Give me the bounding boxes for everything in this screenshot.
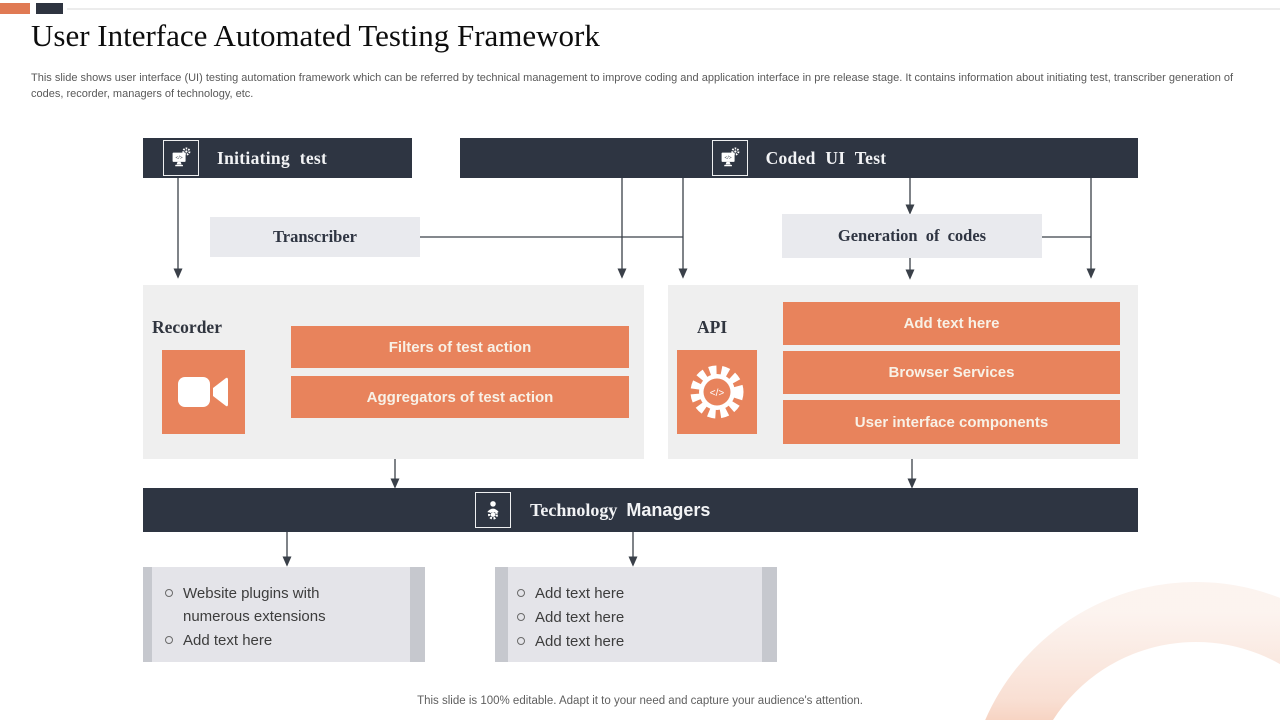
api-label: API — [697, 317, 728, 337]
add-text-here-bar[interactable]: Add text here — [783, 302, 1120, 345]
top-divider-line — [67, 8, 1280, 10]
transcriber-box: Transcriber — [210, 217, 420, 257]
corner-accent-orange — [0, 3, 30, 14]
generation-of-codes-label: Generation of codes — [837, 226, 987, 245]
svg-text:</>: </> — [724, 155, 731, 161]
aggregators-of-test-action-bar[interactable]: Aggregators of test action — [291, 376, 629, 418]
video-camera-icon — [162, 350, 245, 434]
website-plugins-list-box: Website plugins with numerous extensions… — [143, 567, 425, 662]
browser-services-bar[interactable]: Browser Services — [783, 351, 1120, 394]
list-edge-strip — [495, 567, 508, 662]
circle-bullet-icon — [165, 589, 173, 597]
list-edge-strip — [410, 567, 425, 662]
circle-bullet-icon — [517, 613, 525, 621]
managers-label: Managers — [626, 499, 711, 520]
svg-text:</>: </> — [175, 155, 182, 161]
recorder-label: Recorder — [152, 317, 222, 337]
manager-icon — [475, 492, 511, 528]
circle-bullet-icon — [517, 589, 525, 597]
svg-text:</>: </> — [710, 388, 725, 399]
monitor-gear-icon: </> — [711, 140, 748, 176]
list-item[interactable]: Add text here — [517, 606, 755, 629]
corner-accent-dark — [36, 3, 63, 14]
technology-label: Technology — [530, 499, 618, 520]
filters-of-test-action-bar[interactable]: Filters of test action — [291, 326, 629, 368]
technology-managers-bar: Technology Managers — [143, 488, 1138, 532]
list-item[interactable]: Add text here — [517, 582, 755, 605]
monitor-gear-icon: </> — [163, 140, 199, 176]
list-edge-strip — [762, 567, 777, 662]
add-text-list-box: Add text here Add text here Add text her… — [495, 567, 777, 662]
user-interface-components-bar[interactable]: User interface components — [783, 400, 1120, 444]
generation-of-codes-box: Generation of codes — [782, 214, 1042, 258]
page-title: User Interface Automated Testing Framewo… — [31, 18, 600, 53]
slide-description: This slide shows user interface (UI) tes… — [31, 72, 1234, 100]
circle-bullet-icon — [517, 637, 525, 645]
initiating-test-header: </> Initiating test — [143, 138, 412, 178]
transcriber-label: Transcriber — [272, 227, 357, 246]
circle-bullet-icon — [165, 636, 173, 644]
list-edge-strip — [143, 567, 152, 662]
editable-note: This slide is 100% editable. Adapt it to… — [417, 695, 863, 707]
list-item[interactable]: Add text here — [165, 629, 403, 652]
coded-ui-test-header: </> Coded UI Test — [460, 138, 1138, 178]
initiating-test-label: Initiating test — [217, 147, 328, 168]
gear-code-icon: </> — [677, 350, 757, 434]
list-item[interactable]: Website plugins with numerous extensions — [165, 582, 403, 628]
list-item[interactable]: Add text here — [517, 630, 755, 653]
coded-ui-test-label: Coded UI Test — [765, 147, 887, 168]
